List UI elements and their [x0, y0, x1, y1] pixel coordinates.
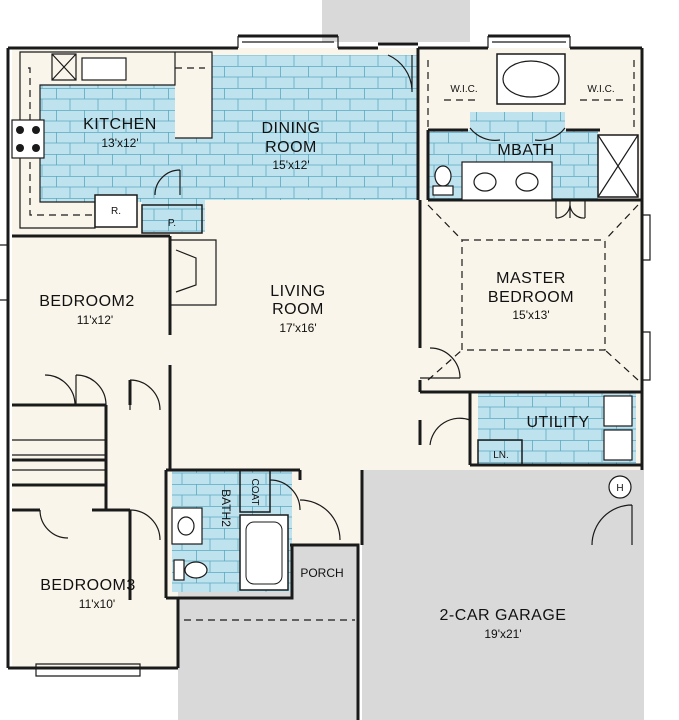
- coat-label: COAT: [249, 478, 260, 505]
- bedroom2-label: BEDROOM2: [39, 293, 135, 310]
- kitchen-counter: [19, 51, 213, 229]
- vanity: [461, 161, 553, 201]
- window-master: [642, 214, 651, 381]
- bath2-tub-inner: [245, 521, 283, 585]
- interior-walls: [12, 48, 642, 600]
- window-top-mbath: [487, 36, 571, 48]
- burner: [32, 144, 40, 152]
- mbath-label: MBATH: [497, 142, 554, 159]
- shower-x: [597, 134, 639, 198]
- exterior-wall: [6, 34, 644, 720]
- linen-label: LN.: [493, 450, 509, 461]
- wic-shelf-lines: [427, 60, 635, 128]
- pantry-label: P.: [168, 218, 176, 229]
- sink-icon: [515, 172, 539, 192]
- sink-icon: [177, 516, 195, 536]
- garage-size: 19'x21': [484, 627, 521, 641]
- coat-closet: [239, 469, 271, 513]
- toilet-tank: [173, 559, 185, 581]
- washer: [603, 395, 633, 427]
- garage-floor: [362, 470, 644, 720]
- window-bedroom2: [0, 244, 9, 301]
- wic-right-label: W.I.C.: [587, 84, 614, 95]
- toilet-icon: [184, 561, 208, 579]
- sink-kitchen: [81, 57, 127, 81]
- dryer: [603, 429, 633, 461]
- kitchen-size: 13'x12': [101, 136, 138, 150]
- burner: [16, 144, 24, 152]
- driveway-top: [322, 0, 470, 42]
- door-swing: [39, 54, 633, 546]
- window-top-dining: [237, 36, 339, 48]
- bath2-label: BATH2: [219, 489, 233, 527]
- bath2-vanity: [171, 507, 203, 545]
- kitchen-label: KITCHEN: [83, 116, 157, 133]
- master-label-2: BEDROOM: [488, 289, 574, 306]
- linen-closet: [477, 439, 523, 466]
- toilet-icon: [434, 165, 452, 187]
- refrigerator-label: R.: [111, 206, 121, 217]
- master-label: MASTER: [496, 270, 566, 287]
- fireplace: [170, 239, 217, 306]
- window-bedroom3: [35, 663, 141, 677]
- kitchen-tile: [40, 55, 418, 232]
- master-size: 15'x13': [512, 308, 549, 322]
- burner: [32, 126, 40, 134]
- closet-lines: [12, 439, 106, 471]
- water-heater-icon: [608, 475, 632, 499]
- tray-ceiling: [427, 204, 639, 381]
- pantry-box: [141, 204, 203, 234]
- burner: [16, 126, 24, 134]
- toilet-tank: [432, 185, 454, 196]
- porch-label: PORCH: [300, 566, 343, 580]
- tub-basin: [502, 60, 560, 98]
- bedroom3-size: 11'x10': [79, 597, 115, 611]
- bedroom2-size: 11'x12': [77, 313, 113, 327]
- wic-left-label: W.I.C.: [450, 84, 477, 95]
- living-size: 17'x16': [279, 321, 316, 335]
- living-label: LIVING: [270, 283, 325, 300]
- dining-size: 15'x12': [272, 158, 309, 172]
- stove: [11, 119, 45, 159]
- dishwasher: [51, 53, 77, 81]
- dining-label-2: ROOM: [265, 139, 317, 156]
- water-heater-label: H: [616, 483, 623, 494]
- dining-label: DINING: [262, 120, 321, 137]
- double-doors-master: [555, 200, 586, 219]
- bedroom3-label: BEDROOM3: [40, 577, 136, 594]
- refrigerator-box: [94, 194, 138, 228]
- sink-icon: [473, 172, 497, 192]
- garage-label: 2-CAR GARAGE: [440, 607, 567, 624]
- utility-label: UTILITY: [526, 414, 589, 431]
- living-label-2: ROOM: [272, 301, 324, 318]
